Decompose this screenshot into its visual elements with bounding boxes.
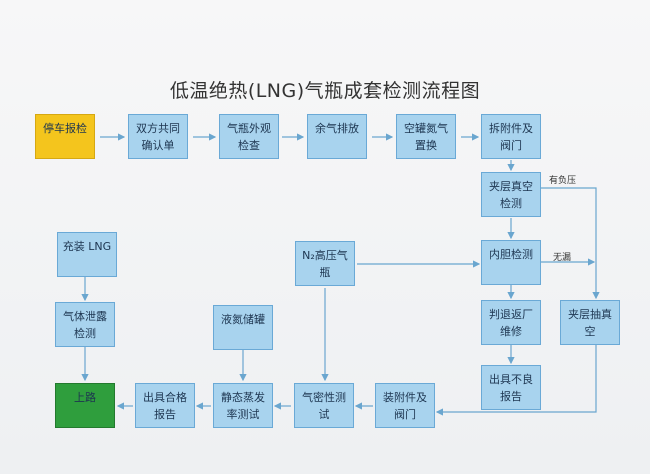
node-pass-report: 出具合格报告 [135,383,195,428]
node-confirm: 双方共同确认单 [128,114,188,159]
node-airtight: 气密性测试 [294,383,354,428]
node-road: 上路 [55,383,115,428]
arrow [435,345,597,416]
page-title: 低温绝热(LNG)气瓶成套检测流程图 [169,80,481,102]
label-no-leak: 无漏 [553,253,572,263]
label-negative-pressure: 有负压 [549,176,577,186]
node-inner-check: 内胆检测 [481,240,541,285]
arrow [541,187,600,300]
node-bad-report: 出具不良报告 [481,365,541,410]
node-appearance: 气瓶外观检查 [219,114,279,159]
node-vent: 余气排放 [307,114,367,159]
node-vacuum-check: 夹层真空检测 [481,172,541,217]
node-install: 装附件及阀门 [375,383,435,428]
node-n2-cylinder: N₂高压气瓶 [295,241,355,286]
node-park: 停车报检 [35,114,95,159]
node-evaporation: 静态蒸发率测试 [213,383,273,428]
node-evacuate: 夹层抽真空 [560,300,620,345]
node-reject: 判退返厂维修 [481,300,541,345]
node-purge: 空罐氮气置换 [396,114,456,159]
node-remove: 拆附件及阀门 [481,114,541,159]
node-ln2-tank: 液氮储罐 [213,305,273,350]
node-leak-check: 气体泄露检测 [55,302,115,347]
node-fill-lng: 充装 LNG [57,232,117,277]
